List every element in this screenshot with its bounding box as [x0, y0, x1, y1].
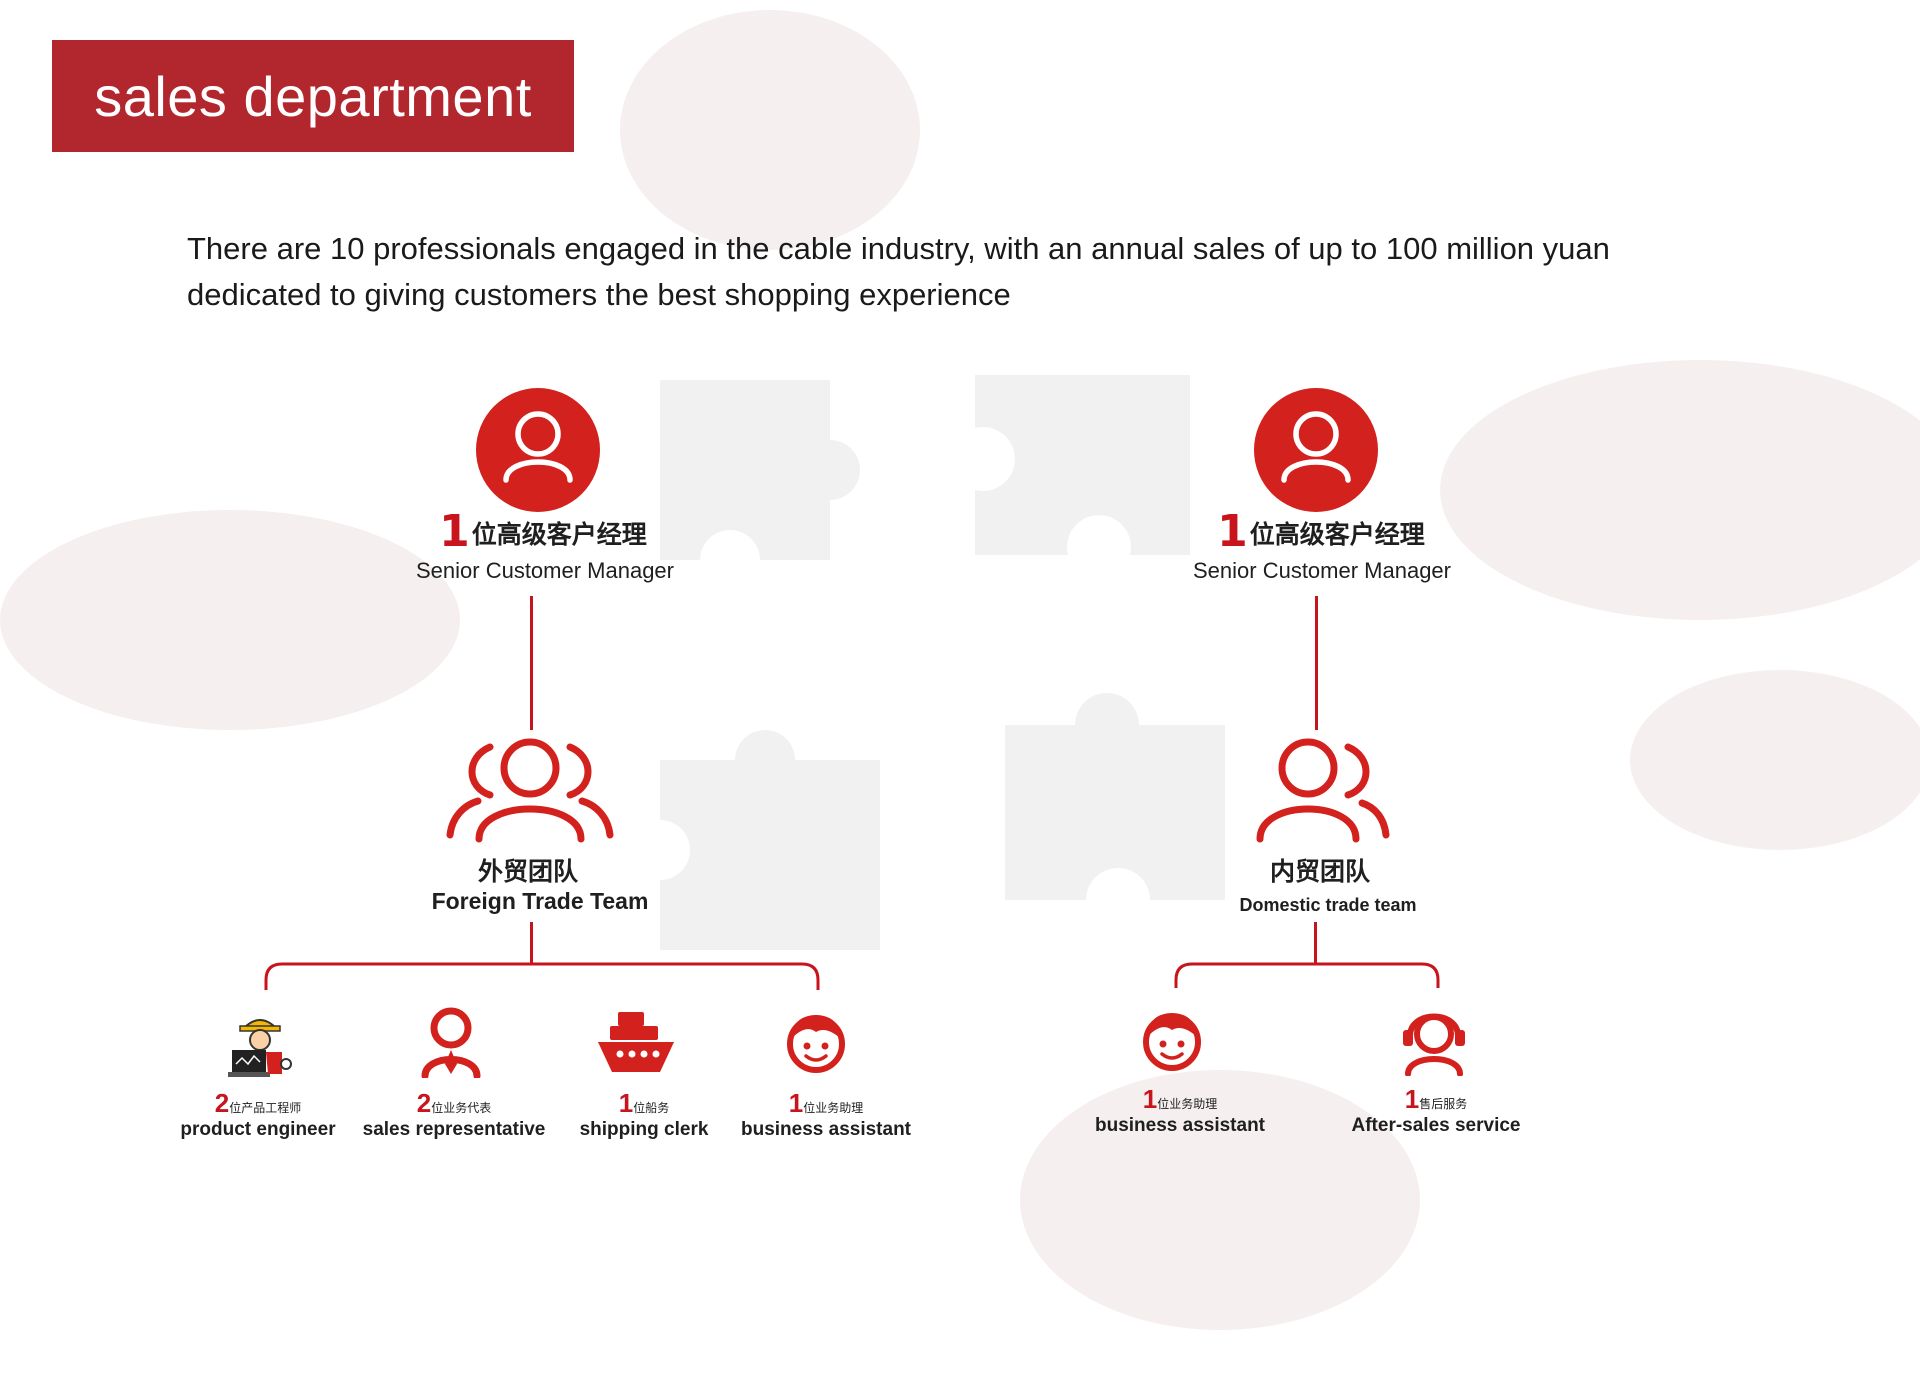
left-member-4-cn: 位业务助理 [803, 1101, 864, 1115]
right-member-1-count: 1 [1142, 1084, 1158, 1114]
left-team-en: Foreign Trade Team [431, 888, 649, 914]
right-connector-manager-team [1315, 596, 1318, 730]
engineer-icon [228, 1019, 292, 1077]
left-member-1: 2位产品工程师 product engineer [148, 1090, 368, 1141]
right-manager-count: 1 [1217, 506, 1248, 557]
left-manager-title: 1位高级客户经理 [428, 506, 658, 557]
left-member-2-en: sales representative [362, 1119, 546, 1140]
left-branch-connector [264, 922, 820, 990]
intro-line-1: There are 10 professionals engaged in th… [187, 231, 1610, 266]
left-manager-en: Senior Customer Manager [415, 558, 674, 583]
right-team-en: Domestic trade team [1239, 895, 1417, 915]
right-manager-cn: 位高级客户经理 [1249, 520, 1425, 549]
right-manager-en: Senior Customer Manager [1192, 558, 1451, 583]
right-member-2-count: 1 [1404, 1084, 1420, 1114]
left-member-4: 1位业务助理 business assistant [716, 1090, 936, 1141]
left-member-2-cn: 位业务代表 [431, 1101, 492, 1115]
left-member-1-cn: 位产品工程师 [229, 1101, 302, 1115]
right-member-2-cn: 售后服务 [1419, 1097, 1468, 1111]
page-title: sales department [94, 64, 532, 128]
representative-icon [421, 1007, 481, 1078]
user-circle-icon [1254, 388, 1378, 512]
right-team-cn: 内贸团队 [1269, 857, 1370, 886]
left-member-4-en: business assistant [740, 1119, 912, 1140]
left-member-3-cn: 位船务 [633, 1101, 670, 1115]
page-title-banner: sales department [52, 40, 574, 152]
right-member-1-cn: 位业务助理 [1157, 1097, 1218, 1111]
right-branch-connector [1174, 922, 1440, 988]
headset-icon [1403, 1013, 1465, 1076]
left-member-1-count: 2 [214, 1088, 230, 1118]
left-member-1-en: product engineer [180, 1119, 336, 1140]
left-manager-cn: 位高级客户经理 [471, 520, 647, 549]
ship-icon [598, 1012, 674, 1072]
group-icon [446, 738, 614, 843]
right-manager-title: 1位高级客户经理 [1206, 506, 1436, 557]
group-icon [1256, 738, 1390, 843]
right-member-1-en: business assistant [1094, 1115, 1266, 1136]
left-member-3-count: 1 [618, 1088, 634, 1118]
left-member-3-en: shipping clerk [579, 1119, 709, 1140]
left-member-3: 1位船务 shipping clerk [534, 1090, 754, 1141]
right-member-2-en: After-sales service [1351, 1115, 1521, 1136]
intro-text: There are 10 professionals engaged in th… [187, 226, 1747, 318]
left-connector-manager-team [530, 596, 533, 730]
right-member-2: 1售后服务 After-sales service [1326, 1086, 1546, 1137]
intro-line-2: dedicated to giving customers the best s… [187, 277, 1011, 312]
left-member-4-count: 1 [788, 1088, 804, 1118]
left-team-cn: 外贸团队 [477, 857, 578, 886]
assistant-face-icon [1143, 1013, 1201, 1071]
left-member-2-count: 2 [416, 1088, 432, 1118]
left-manager-count: 1 [439, 506, 470, 557]
left-member-2: 2位业务代表 sales representative [344, 1090, 564, 1141]
right-member-1: 1位业务助理 business assistant [1070, 1086, 1290, 1137]
user-circle-icon [476, 388, 600, 512]
assistant-face-icon [787, 1015, 845, 1073]
